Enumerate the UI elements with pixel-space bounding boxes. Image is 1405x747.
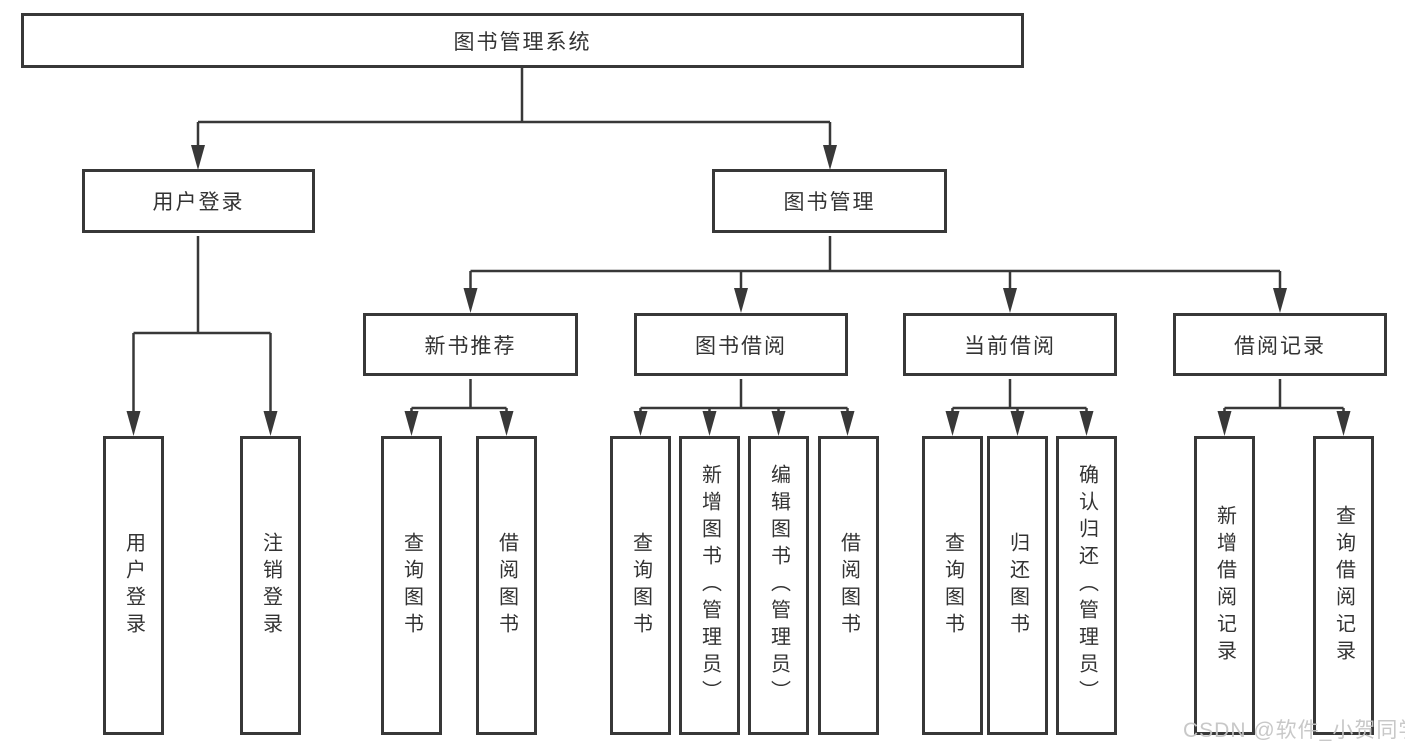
arrow-down-icon	[771, 411, 786, 436]
leaf-user-login: 用户登录	[103, 436, 164, 735]
leaf-add-book-admin: 新增图书（管理员）	[679, 436, 740, 735]
arrow-down-icon	[1003, 288, 1017, 313]
leaf-query-books-borrowing: 查询图书	[610, 436, 671, 735]
node-new-book-recommendation: 新书推荐	[363, 313, 578, 376]
arrow-down-icon	[633, 411, 648, 436]
node-current-borrowing: 当前借阅	[903, 313, 1117, 376]
arrow-down-icon	[463, 288, 478, 313]
arrow-down-icon	[191, 145, 205, 170]
node-book-borrowing: 图书借阅	[634, 313, 848, 376]
leaf-confirm-return-admin: 确认归还（管理员）	[1056, 436, 1117, 735]
arrow-down-icon	[1273, 288, 1287, 313]
arrow-down-icon	[499, 411, 514, 436]
arrow-down-icon	[945, 411, 960, 436]
arrow-down-icon	[1217, 411, 1232, 436]
arrow-down-icon	[734, 288, 748, 313]
leaf-logout: 注销登录	[240, 436, 301, 735]
arrow-down-icon	[1336, 411, 1351, 436]
leaf-query-books-recommend: 查询图书	[381, 436, 442, 735]
leaf-query-borrow-record: 查询借阅记录	[1313, 436, 1374, 735]
node-library-management-system: 图书管理系统	[21, 13, 1024, 68]
leaf-edit-book-admin: 编辑图书（管理员）	[748, 436, 809, 735]
csdn-watermark: CSDN @软件_小贺同学	[1183, 719, 1405, 742]
tree-edges	[132, 68, 1345, 412]
arrow-down-icon	[840, 411, 855, 436]
arrow-down-icon	[263, 411, 278, 436]
arrowheads	[126, 145, 1351, 436]
leaf-return-book: 归还图书	[987, 436, 1048, 735]
leaf-borrow-books: 借阅图书	[818, 436, 879, 735]
leaf-borrow-books-recommend: 借阅图书	[476, 436, 537, 735]
arrow-down-icon	[126, 411, 141, 436]
arrow-down-icon	[404, 411, 419, 436]
node-book-management: 图书管理	[712, 169, 947, 233]
arrow-down-icon	[1010, 411, 1025, 436]
leaf-query-books-current: 查询图书	[922, 436, 983, 735]
leaf-add-borrow-record: 新增借阅记录	[1194, 436, 1255, 735]
arrow-down-icon	[1079, 411, 1094, 436]
node-borrowing-records: 借阅记录	[1173, 313, 1387, 376]
arrow-down-icon	[823, 145, 837, 170]
node-user-login: 用户登录	[82, 169, 315, 233]
arrow-down-icon	[702, 411, 717, 436]
